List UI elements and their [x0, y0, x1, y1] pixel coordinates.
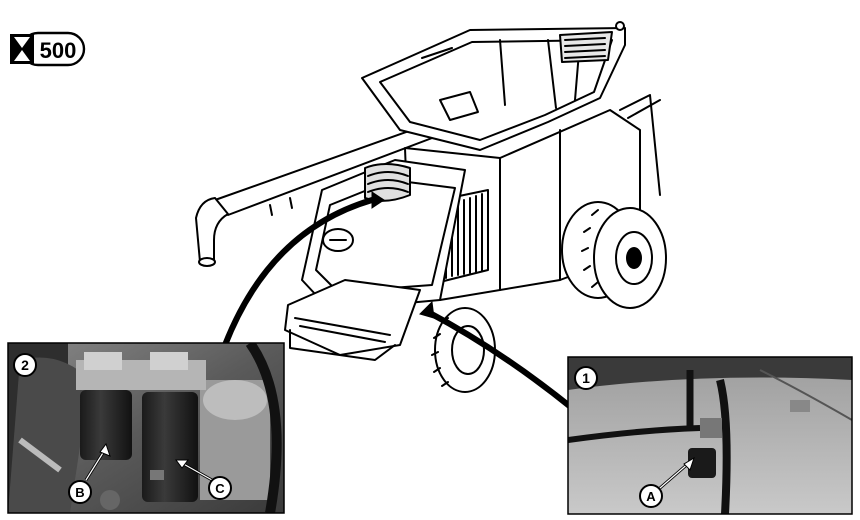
- cab: [301, 159, 466, 311]
- filter-canister-c: [142, 392, 198, 502]
- inset-number-badge: 1: [574, 366, 598, 390]
- header: [284, 279, 421, 361]
- grain-tank: [361, 21, 626, 151]
- leader-to-inset-2: [222, 197, 375, 348]
- filter-canister-b: [80, 390, 132, 460]
- service-interval-badge: 500: [10, 31, 86, 67]
- leader-to-inset-1: [425, 309, 575, 411]
- callout-letter: B: [75, 485, 84, 500]
- rear-tires: [561, 201, 667, 309]
- callout-letter: C: [215, 481, 225, 496]
- inset-photo-water-separator: 1 A: [567, 356, 853, 515]
- leader-lines: [222, 191, 575, 411]
- unloading-auger: [195, 119, 449, 267]
- service-hours-label: 500: [40, 38, 77, 63]
- inset-number: 1: [582, 370, 590, 386]
- callout-b: B: [68, 442, 111, 504]
- callout-c: C: [175, 459, 232, 500]
- callout-a: A: [639, 456, 695, 508]
- water-separator-bowl: [688, 448, 716, 478]
- inset-photo-fuel-filters: 2 B C: [7, 342, 285, 514]
- inset-number: 2: [21, 357, 29, 373]
- combine-harvester-drawing: [195, 21, 667, 393]
- inset-number-badge: 2: [13, 353, 37, 377]
- callout-letter: A: [646, 489, 656, 504]
